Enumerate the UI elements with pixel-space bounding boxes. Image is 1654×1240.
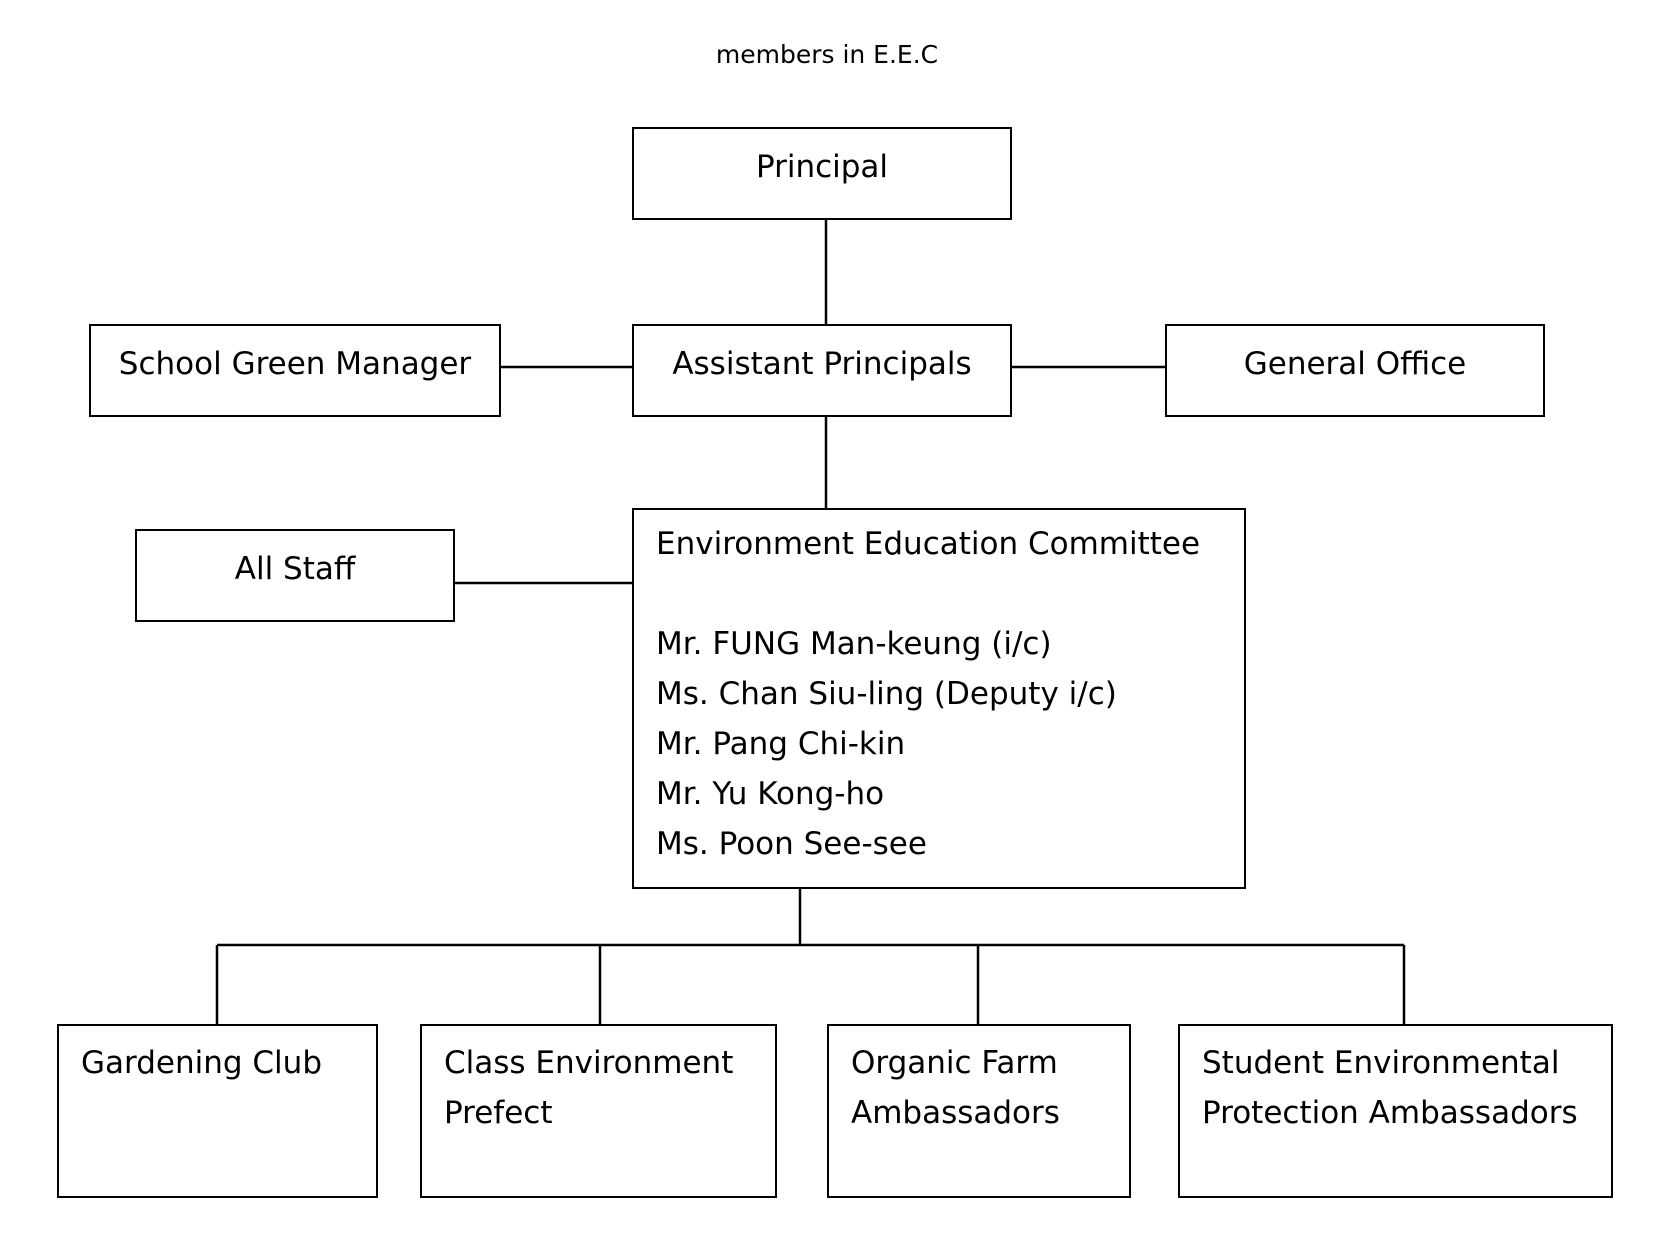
class-environment-prefect-label: Class Environment Prefect	[444, 1045, 734, 1131]
eec-member: Ms. Chan Siu-ling (Deputy i/c)	[656, 676, 1117, 712]
chart-title: members in E.E.C	[715, 40, 939, 69]
organic-farm-ambassadors-label: Organic Farm Ambassadors	[851, 1045, 1060, 1131]
gardening-club-label: Gardening Club	[81, 1045, 322, 1081]
all-staff-box: All Staff	[135, 529, 455, 622]
eec-title: Environment Education Committee	[656, 526, 1201, 562]
school-green-manager-label: School Green Manager	[118, 346, 472, 382]
student-env-protection-ambassadors-box: Student Environmental Protection Ambassa…	[1178, 1024, 1613, 1198]
eec-member: Mr. Pang Chi-kin	[656, 726, 906, 762]
general-office-box: General Office	[1165, 324, 1545, 417]
general-office-label: General Office	[1243, 346, 1467, 382]
assistant-principals-box: Assistant Principals	[632, 324, 1012, 417]
principal-label: Principal	[755, 149, 889, 185]
eec-member: Ms. Poon See-see	[656, 826, 927, 862]
all-staff-label: All Staff	[234, 551, 356, 587]
eec-member: Mr. Yu Kong-ho	[656, 776, 885, 812]
student-env-protection-ambassadors-label: Student Environmental Protection Ambassa…	[1202, 1045, 1578, 1131]
eec-member: Mr. FUNG Man-keung (i/c)	[656, 626, 1052, 662]
class-environment-prefect-box: Class Environment Prefect	[420, 1024, 777, 1198]
organic-farm-ambassadors-box: Organic Farm Ambassadors	[827, 1024, 1131, 1198]
eec-box: Environment Education Committee Mr. FUNG…	[632, 508, 1246, 889]
assistant-principals-label: Assistant Principals	[672, 346, 972, 382]
school-green-manager-box: School Green Manager	[89, 324, 501, 417]
gardening-club-box: Gardening Club	[57, 1024, 378, 1198]
principal-box: Principal	[632, 127, 1012, 220]
